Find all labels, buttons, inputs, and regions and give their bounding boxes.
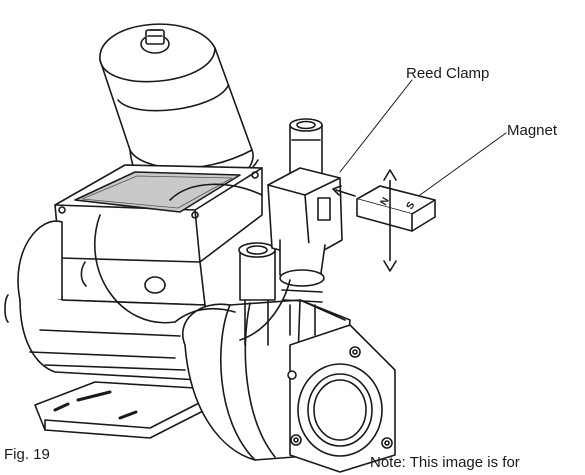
magnet-label: Magnet [507, 122, 558, 139]
vertical-motion-arrow [383, 169, 397, 272]
reed-clamp-leader [339, 79, 413, 173]
magnet [356, 185, 436, 232]
figure-number: Fig. 19 [4, 446, 50, 463]
insertion-arrow [332, 185, 356, 197]
image-note: Note: This image is for [370, 454, 520, 471]
magnet-south-mark: S [405, 200, 418, 212]
flow-switch-assembly [238, 118, 323, 346]
reed-clamp [267, 167, 343, 336]
magnet-leader [419, 132, 507, 196]
sensor-cable [94, 183, 291, 341]
motor-body [4, 220, 211, 381]
reed-clamp-label: Reed Clamp [406, 65, 490, 82]
outlet-flange [287, 324, 396, 473]
magnet-north-mark: N [379, 196, 392, 208]
control-box [54, 164, 263, 306]
mounting-base [34, 381, 206, 439]
